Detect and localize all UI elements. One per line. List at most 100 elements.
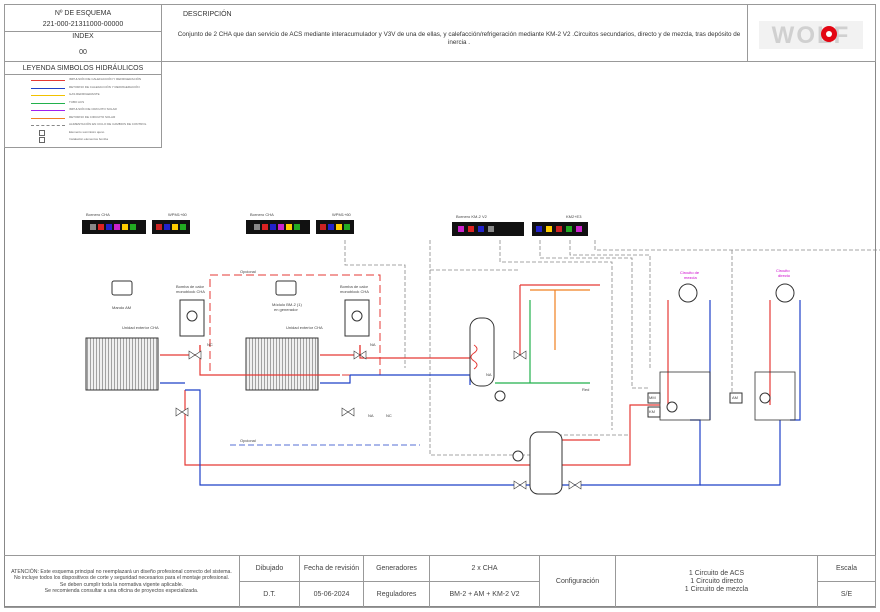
dhw-tank: [469, 317, 495, 387]
legend-item: TUBO ACS: [9, 100, 157, 108]
legend-label: IMPULSIÓN DE CIRCUITO SOLAR: [69, 107, 117, 111]
wolf-logo: WOLF: [759, 21, 863, 49]
outdoor-unit-1: [85, 337, 159, 391]
notice-title: ATENCIÓN: Este esquema principal no reem…: [11, 568, 232, 575]
scheme-info-box: Nº DE ESQUEMA 221-000-21311000-00000 IND…: [4, 4, 162, 62]
km-module: [647, 406, 661, 418]
label-opcional-top: Opcional: [240, 269, 256, 274]
dhw-pipes: [495, 300, 590, 384]
legend-swatch: [31, 80, 65, 81]
legend-label: RETORNO DE CALEFACCIÓN Y REFRIGERACIÓN: [69, 84, 140, 89]
scheme-label: Nº DE ESQUEMA: [54, 10, 112, 17]
index-label: INDEX: [5, 31, 161, 40]
legend-label: IMPULSIÓN DE CALEFACCIÓN Y REFRIGERACIÓN: [69, 77, 142, 81]
legend-item: ALIMENTACIÓN EN CICLO DE CAMBIOS DE CONT…: [9, 122, 157, 130]
label-wpm-2: WPM1+60: [332, 212, 351, 217]
index-value: 00: [79, 49, 87, 56]
label-bomba-1b: monoblock CHA: [176, 289, 205, 294]
legend-label: GAS REFRIGERANTE: [69, 92, 100, 96]
configuracion-label: Configuración: [540, 556, 616, 608]
circuit-mixing-emitter: [678, 283, 698, 303]
legend-item: IMPULSIÓN DE CIRCUITO SOLAR: [9, 107, 157, 115]
label-exterior-2: Unidad exterior CHA: [286, 325, 323, 330]
label-exterior-1: Unidad exterior CHA: [122, 325, 159, 330]
label-modulo-bm2: Módulo BM-2 (1): [272, 302, 302, 307]
notice-line-1: No incluye todos los dispositivos de cor…: [13, 575, 230, 581]
mando-am-device: [111, 280, 133, 296]
reguladores-label: Reguladores: [364, 582, 430, 608]
terminal-strip-cha-2: [246, 220, 354, 234]
legend-swatch: [31, 110, 65, 111]
description-box: DESCRIPCIÓN Conjunto de 2 CHA que dan se…: [161, 4, 748, 62]
scheme-number: 221-000-21311000-00000: [42, 21, 124, 28]
label-modulo-bm2-sub: en generador: [274, 307, 298, 312]
label-bornero-cha-1: Bornero CHA: [86, 212, 110, 217]
am-module: [729, 392, 743, 404]
control-wiring: [344, 240, 880, 456]
label-bomba-1: Bomba de calor: [176, 284, 205, 289]
config-line-3: 1 Circuito de mezcla: [684, 585, 749, 593]
legend-swatch: [31, 95, 65, 96]
label-circuito-mezcla-2: mezcla: [684, 275, 697, 280]
indoor-module-2: [344, 299, 370, 337]
legend-label: Instalación elementos bomba: [69, 137, 109, 141]
label-na-2: NA: [368, 413, 374, 418]
label-circuito-mezcla-1: Circuito de: [680, 270, 700, 275]
label-mando-am: Mando AM: [112, 305, 132, 310]
bm2-module-device: [275, 280, 297, 296]
reguladores-value: BM-2 + AM + KM-2 V2: [430, 582, 540, 608]
escala-value: S/E: [818, 582, 876, 608]
legend-item: GAS REFRIGERANTE: [9, 92, 157, 100]
title-block: ATENCIÓN: Este esquema principal no reem…: [4, 555, 876, 608]
legend-swatch: [31, 102, 65, 104]
config-line-2: 1 Circuito directo: [690, 577, 743, 585]
label-mm-box: MM: [649, 395, 656, 400]
logo-box: WOLF: [747, 4, 876, 62]
terminal-strip-cha-1: [82, 220, 190, 234]
legend-item: Elemento suministro ajeno: [9, 129, 157, 138]
legend-label: TUBO ACS: [69, 99, 85, 104]
dibujado-value: D.T.: [240, 582, 300, 608]
legend-swatch: [39, 129, 45, 136]
notice-line-2: Se deben cumplir toda la normativa vigen…: [59, 581, 184, 588]
buffer-tank: [529, 431, 563, 495]
recirculation-pipe: [530, 289, 590, 350]
label-na-1: NA: [370, 342, 376, 347]
configuracion-value: 1 Circuito de ACS 1 Circuito directo 1 C…: [616, 556, 818, 608]
generadores-value: 2 x CHA: [430, 556, 540, 582]
dhw-pump-icon: [494, 390, 506, 402]
legend-swatch: [31, 117, 65, 119]
legend-box: LEYENDA SIMBOLOS HIDRÁULICOS IMPULSIÓN D…: [4, 62, 162, 148]
mm-module: [647, 392, 661, 404]
indoor-module-1: [179, 299, 205, 337]
notice-cell: ATENCIÓN: Este esquema principal no reem…: [4, 556, 240, 608]
legend-swatch: [39, 137, 45, 143]
direct-group: [754, 371, 796, 421]
label-circuito-directo-1: Circuito: [776, 268, 790, 273]
legend-item: IMPULSIÓN DE CALEFACCIÓN Y REFRIGERACIÓN: [9, 77, 157, 85]
escala-label: Escala: [818, 556, 876, 582]
notice-line-3: Se recomienda consultar a una oficina de…: [44, 588, 199, 594]
label-na-3: NA: [486, 372, 492, 377]
label-opcional-bottom: Opcional: [240, 438, 256, 443]
legend-label: ALIMENTACIÓN EN CICLO DE CAMBIOS DE CONT…: [69, 122, 147, 126]
label-nc-2: NC: [386, 413, 392, 418]
label-bomba-2b: monoblock CHA: [340, 289, 369, 294]
valves: [175, 350, 582, 490]
config-line-1: 1 Circuito de ACS: [688, 569, 745, 577]
label-red: Red: [582, 387, 590, 392]
label-km-box: KM: [649, 409, 655, 414]
label-am-box: AM: [732, 395, 738, 400]
label-bornero-km2: Bornero KM-2 V2: [456, 214, 487, 219]
legend-label: Elemento suministro ajeno: [69, 129, 105, 134]
terminal-strip-km2: [452, 222, 588, 236]
buffer-pump-icon: [512, 450, 524, 462]
description-text: Conjunto de 2 CHA que dan servicio de AC…: [177, 31, 741, 46]
label-bomba-2: Bomba de calor: [340, 284, 369, 289]
outdoor-unit-2: [245, 337, 319, 391]
direct-pump-icon: [759, 392, 771, 404]
legend-title: LEYENDA SIMBOLOS HIDRÁULICOS: [22, 65, 144, 72]
label-circuito-directo-2: directo: [778, 273, 791, 278]
label-wpm-1: WPM1+60: [168, 212, 187, 217]
generadores-label: Generadores: [364, 556, 430, 582]
